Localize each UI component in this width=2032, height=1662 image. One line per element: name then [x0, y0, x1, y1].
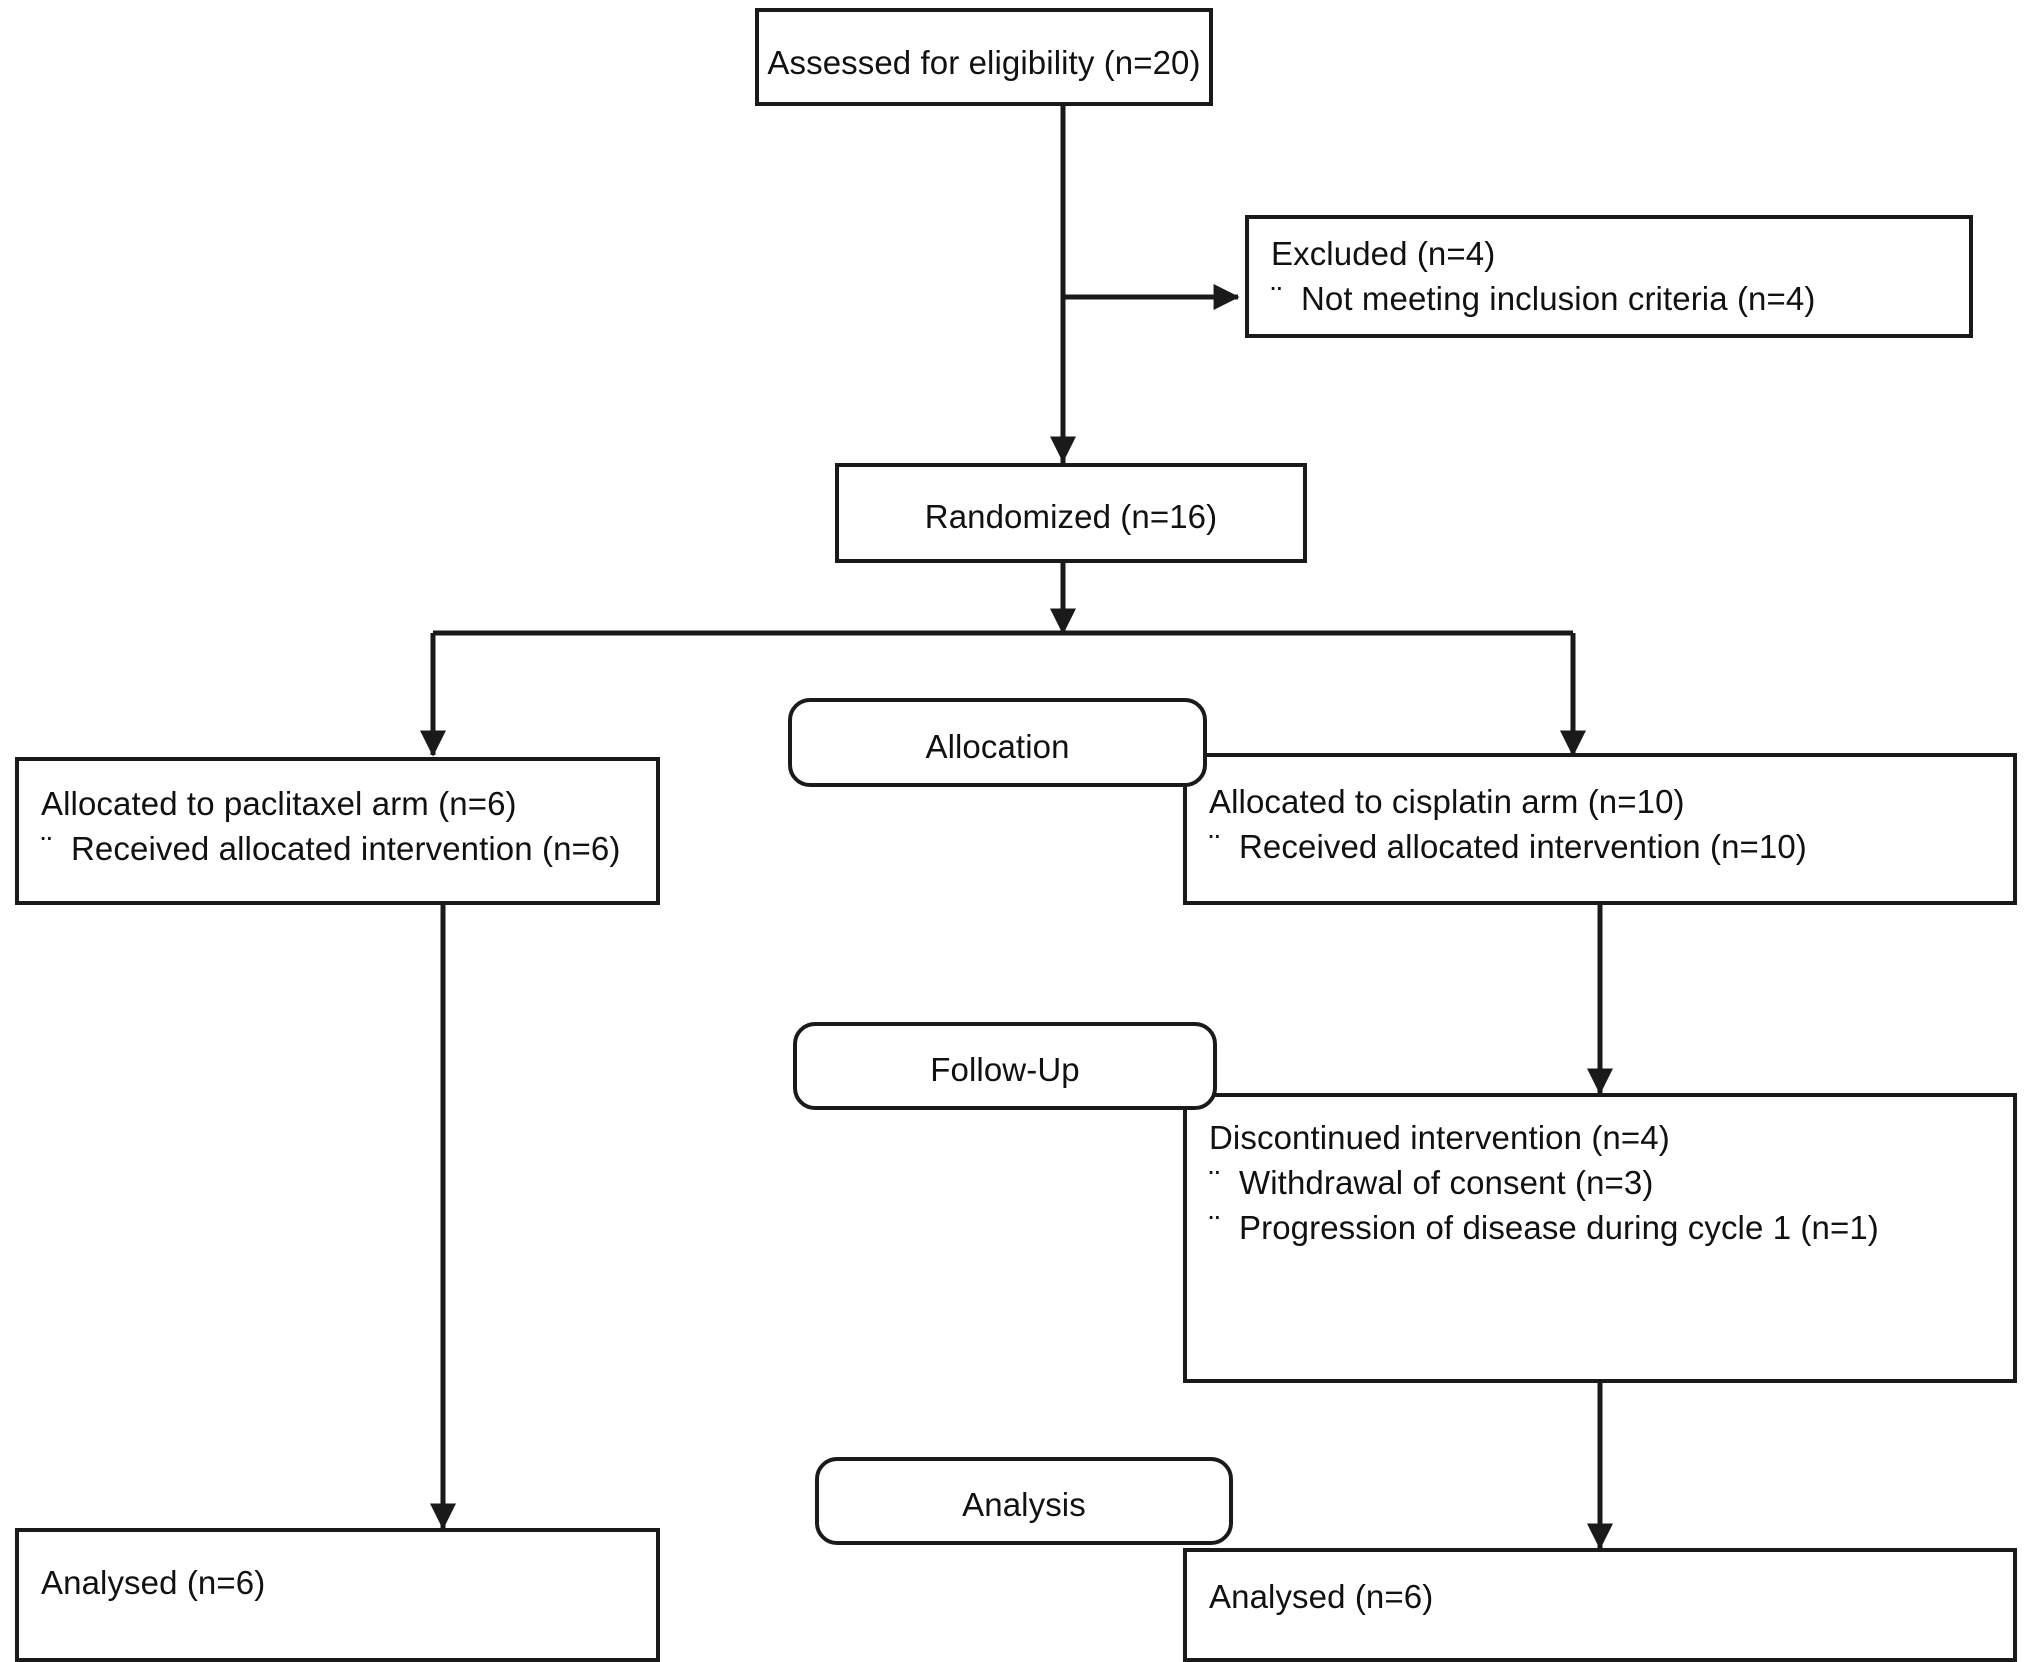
excluded-heading: Excluded (n=4)	[1271, 235, 1496, 272]
bullet-icon: ¨	[1209, 828, 1221, 865]
stage-label-follow-up-text: Follow-Up	[930, 1051, 1080, 1088]
allocated-cisplatin-bullet-1: ¨ Received allocated intervention (n=10)	[1209, 824, 1807, 871]
bullet-icon: ¨	[1271, 280, 1283, 317]
stage-label-analysis-text: Analysis	[962, 1486, 1086, 1523]
discontinued-intervention-box: Discontinued intervention (n=4) ¨ Withdra…	[1183, 1093, 2017, 1383]
stage-label-follow-up: Follow-Up	[793, 1022, 1217, 1110]
stage-label-allocation-text: Allocation	[925, 728, 1070, 765]
randomized-text: Randomized (n=16)	[924, 498, 1218, 535]
randomized-box: Randomized (n=16)	[835, 463, 1307, 563]
bullet-icon: ¨	[1209, 1164, 1221, 1201]
allocated-cisplatin-heading: Allocated to cisplatin arm (n=10)	[1209, 783, 1685, 820]
allocated-cisplatin-bullet-1-label: Received allocated intervention (n=10)	[1239, 828, 1807, 865]
analysed-cisplatin-box: Analysed (n=6)	[1183, 1548, 2017, 1662]
discontinued-bullet-2: ¨ Progression of disease during cycle 1 (…	[1209, 1205, 1879, 1252]
analysed-paclitaxel-box: Analysed (n=6)	[15, 1528, 660, 1662]
excluded-bullet-1: ¨ Not meeting inclusion criteria (n=4)	[1271, 276, 1815, 323]
excluded-bullet-1-label: Not meeting inclusion criteria (n=4)	[1301, 280, 1816, 317]
bullet-icon: ¨	[1209, 1209, 1221, 1246]
assessed-for-eligibility-text: Assessed for eligibility (n=20)	[767, 44, 1201, 81]
stage-label-analysis: Analysis	[815, 1457, 1233, 1545]
discontinued-bullet-1: ¨ Withdrawal of consent (n=3)	[1209, 1160, 1653, 1207]
assessed-for-eligibility-box: Assessed for eligibility (n=20)	[755, 8, 1213, 106]
discontinued-bullet-2-label: Progression of disease during cycle 1 (n…	[1239, 1209, 1879, 1246]
analysed-paclitaxel-text: Analysed (n=6)	[41, 1564, 266, 1601]
allocated-paclitaxel-bullet-1: ¨ Received allocated intervention (n=6)	[41, 826, 620, 873]
analysed-cisplatin-text: Analysed (n=6)	[1209, 1578, 1434, 1615]
stage-label-allocation: Allocation	[788, 698, 1207, 787]
allocated-paclitaxel-box: Allocated to paclitaxel arm (n=6) ¨ Recei…	[15, 757, 660, 905]
excluded-box: Excluded (n=4) ¨ Not meeting inclusion cr…	[1245, 215, 1973, 338]
bullet-icon: ¨	[41, 830, 53, 867]
allocated-paclitaxel-heading: Allocated to paclitaxel arm (n=6)	[41, 785, 517, 822]
allocated-paclitaxel-bullet-1-label: Received allocated intervention (n=6)	[71, 830, 621, 867]
discontinued-heading: Discontinued intervention (n=4)	[1209, 1119, 1670, 1156]
discontinued-bullet-1-label: Withdrawal of consent (n=3)	[1239, 1164, 1654, 1201]
allocated-cisplatin-box: Allocated to cisplatin arm (n=10) ¨ Recei…	[1183, 753, 2017, 905]
